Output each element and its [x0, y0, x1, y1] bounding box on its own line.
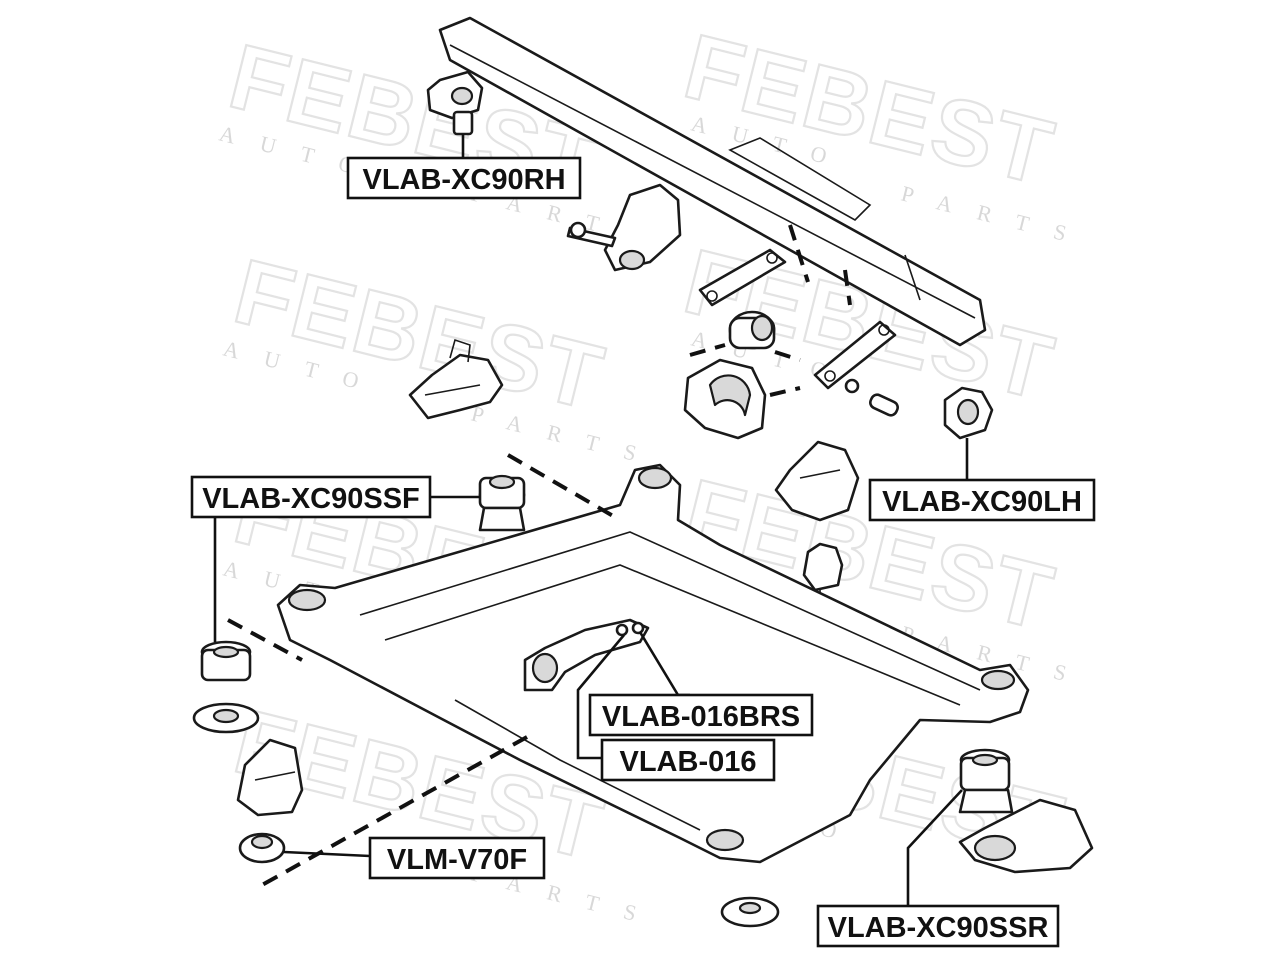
link-plate-upper — [698, 248, 787, 307]
label-vlab-xc90rh: VLAB-XC90RH — [346, 156, 582, 200]
label-vlm-v70f: VLM-V70F — [368, 836, 546, 880]
upper-crossmember — [438, 16, 987, 347]
bushing-left-stack — [192, 512, 260, 734]
bushing-xc90ssf — [430, 474, 526, 532]
bushing-housing — [683, 358, 767, 440]
front-subframe — [227, 453, 1030, 887]
mount-v70f — [236, 738, 371, 864]
label-text: VLAB-016BRS — [602, 701, 800, 733]
label-vlab-016: VLAB-016 — [600, 738, 776, 782]
bracket-left-mid — [408, 338, 504, 420]
label-vlab-xc90ssf: VLAB-XC90SSF — [190, 475, 432, 519]
label-text: VLAB-016 — [620, 746, 757, 778]
label-vlab-xc90lh: VLAB-XC90LH — [868, 478, 1096, 522]
bushing-center — [689, 310, 801, 397]
engine-bracket-upper — [566, 183, 682, 272]
label-vlab-016brs: VLAB-016BRS — [588, 693, 814, 737]
label-text: VLAB-XC90SSF — [202, 483, 420, 515]
link-plate-right — [813, 320, 899, 417]
label-text: VLAB-XC90SSR — [828, 912, 1049, 944]
label-vlab-xc90ssr: VLAB-XC90SSR — [816, 904, 1060, 948]
mount-xc90lh — [943, 386, 994, 482]
label-text: VLAB-XC90RH — [362, 164, 565, 196]
mount-xc90rh — [426, 70, 484, 160]
label-text: VLAB-XC90LH — [882, 486, 1082, 518]
label-text: VLM-V70F — [387, 844, 527, 876]
bushing-xc90ssr — [720, 748, 1094, 928]
